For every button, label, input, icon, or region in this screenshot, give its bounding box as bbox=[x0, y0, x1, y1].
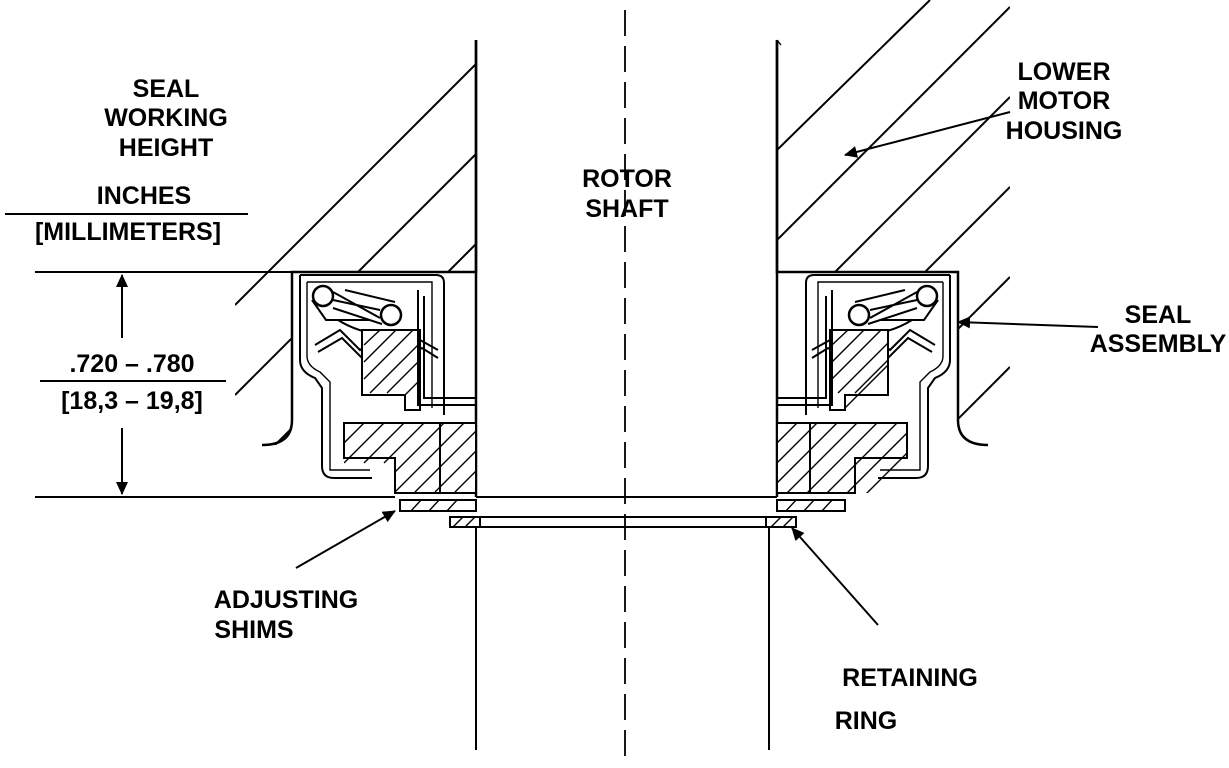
label-retaining-line-1: RETAINING bbox=[842, 664, 978, 692]
label-shims-line-2: SHIMS bbox=[214, 616, 293, 644]
label-seal-assembly-line-2: ASSEMBLY bbox=[1090, 330, 1227, 358]
shims-leader-arrow bbox=[295, 510, 396, 569]
label-units-inches: INCHES bbox=[97, 182, 191, 210]
label-shaft-line-2: SHAFT bbox=[585, 195, 668, 223]
label-working-line-2: WORKING bbox=[104, 104, 228, 132]
label-height-line-3: HEIGHT bbox=[119, 134, 213, 162]
seal-assembly-left bbox=[299, 274, 481, 528]
rotor-shaft bbox=[474, 40, 779, 750]
label-seal-line-1: SEAL bbox=[133, 75, 200, 103]
ring-leader-arrow bbox=[791, 527, 879, 626]
label-seal-assembly-line-1: SEAL bbox=[1125, 301, 1192, 329]
label-housing-line-3: HOUSING bbox=[1006, 117, 1123, 145]
label-dimension-inches: .720 – .780 bbox=[69, 350, 194, 378]
housing-left-outline bbox=[261, 40, 478, 447]
label-adjusting-line-1: ADJUSTING bbox=[214, 586, 358, 614]
label-units-mm: [MILLIMETERS] bbox=[35, 218, 221, 246]
label-motor-line-2: MOTOR bbox=[1018, 87, 1111, 115]
label-rotor-line-1: ROTOR bbox=[582, 165, 672, 193]
dimension-seal-working-height bbox=[5, 213, 395, 498]
housing-leader-arrow bbox=[844, 111, 1011, 158]
label-lower-line-1: LOWER bbox=[1017, 58, 1110, 86]
housing-right-hatch bbox=[777, 0, 1010, 438]
housing-right-outline bbox=[775, 40, 989, 447]
label-ring-line-2: RING bbox=[835, 707, 898, 735]
seal-assembly-leader-arrow bbox=[957, 316, 1099, 329]
label-dimension-mm: [18,3 – 19,8] bbox=[61, 387, 203, 415]
retaining-ring bbox=[480, 516, 766, 528]
seal-assembly-right bbox=[765, 274, 951, 528]
